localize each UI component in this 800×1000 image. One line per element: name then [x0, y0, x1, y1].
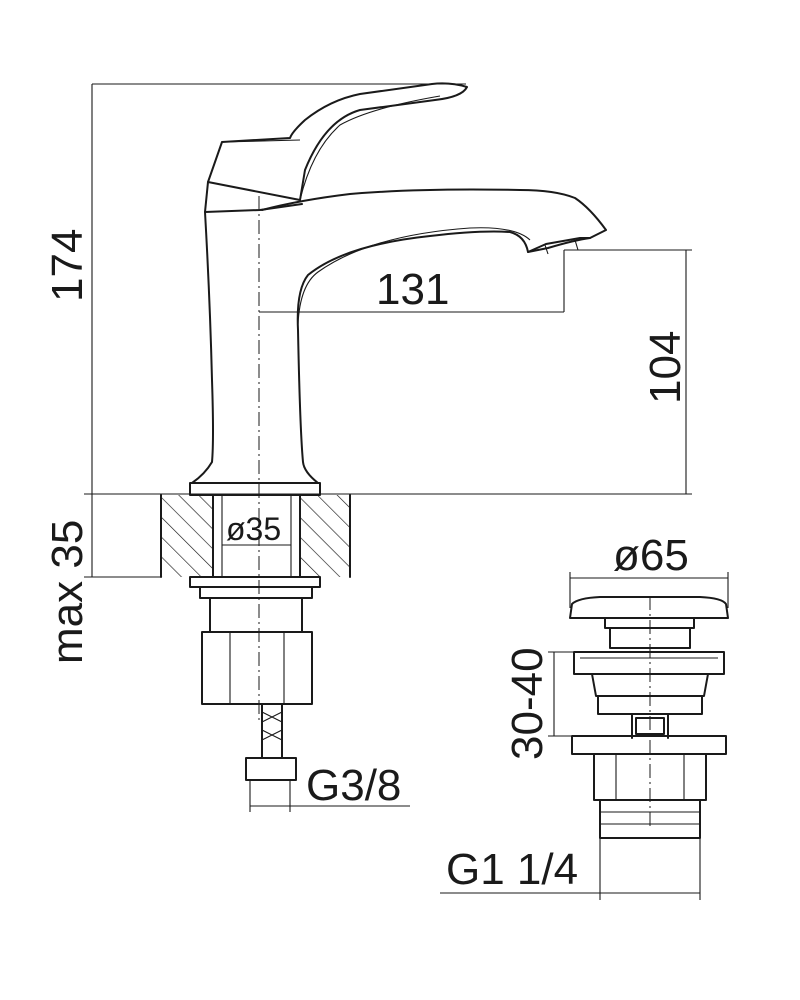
dim-deck-thickness: max 35 [43, 520, 92, 664]
faucet-body [191, 82, 607, 484]
dim-total-height: 174 [43, 229, 92, 302]
dim-spout-reach: 131 [376, 265, 449, 314]
faucet-spout [191, 188, 607, 484]
dim-inlet-thread: G3/8 [306, 761, 401, 810]
dim-spout-height: 104 [641, 331, 690, 404]
waste-thread [599, 799, 701, 839]
dim-hole-diameter: ø35 [226, 511, 281, 547]
supply-hose [261, 703, 283, 759]
waste-cap [569, 596, 729, 619]
deck-section [160, 482, 351, 578]
waste-flange [573, 651, 725, 675]
under-deck-fittings [189, 576, 321, 781]
dimension-lines [84, 83, 692, 812]
faucet-lever [207, 82, 468, 201]
mounting-nut [201, 631, 313, 705]
deck-hatch-left [161, 495, 213, 577]
aerator [527, 237, 591, 253]
dim-waste-adjust: 30-40 [503, 647, 552, 760]
dim-waste-diameter: ø65 [613, 531, 689, 580]
cartridge-cap [204, 181, 303, 213]
dim-waste-thread: G1 1/4 [446, 845, 578, 894]
deck-hatch-right [300, 495, 350, 577]
waste-nut-flange [571, 735, 727, 755]
hose-fitting [245, 757, 297, 781]
waste-valve [440, 572, 729, 900]
